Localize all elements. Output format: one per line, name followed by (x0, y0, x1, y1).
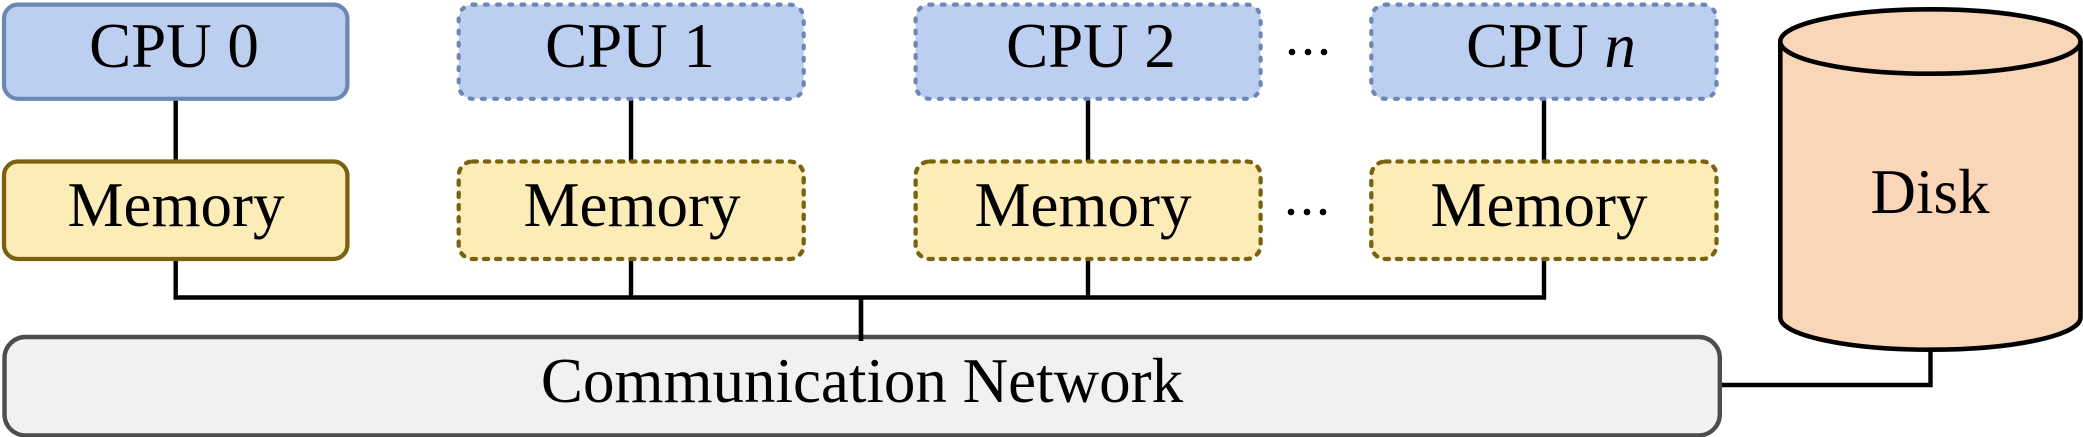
svg-text:Communication Network: Communication Network (541, 346, 1184, 416)
svg-text:Memory: Memory (524, 170, 741, 240)
svg-text:CPU n: CPU n (1466, 11, 1636, 81)
svg-text:Memory: Memory (68, 170, 285, 240)
svg-text:CPU 0: CPU 0 (89, 11, 259, 81)
svg-text:Memory: Memory (1431, 170, 1648, 240)
svg-text:CPU 2: CPU 2 (1006, 11, 1176, 81)
svg-text:Disk: Disk (1870, 157, 1990, 227)
svg-text:CPU 1: CPU 1 (545, 11, 715, 81)
svg-text:Memory: Memory (975, 170, 1192, 240)
